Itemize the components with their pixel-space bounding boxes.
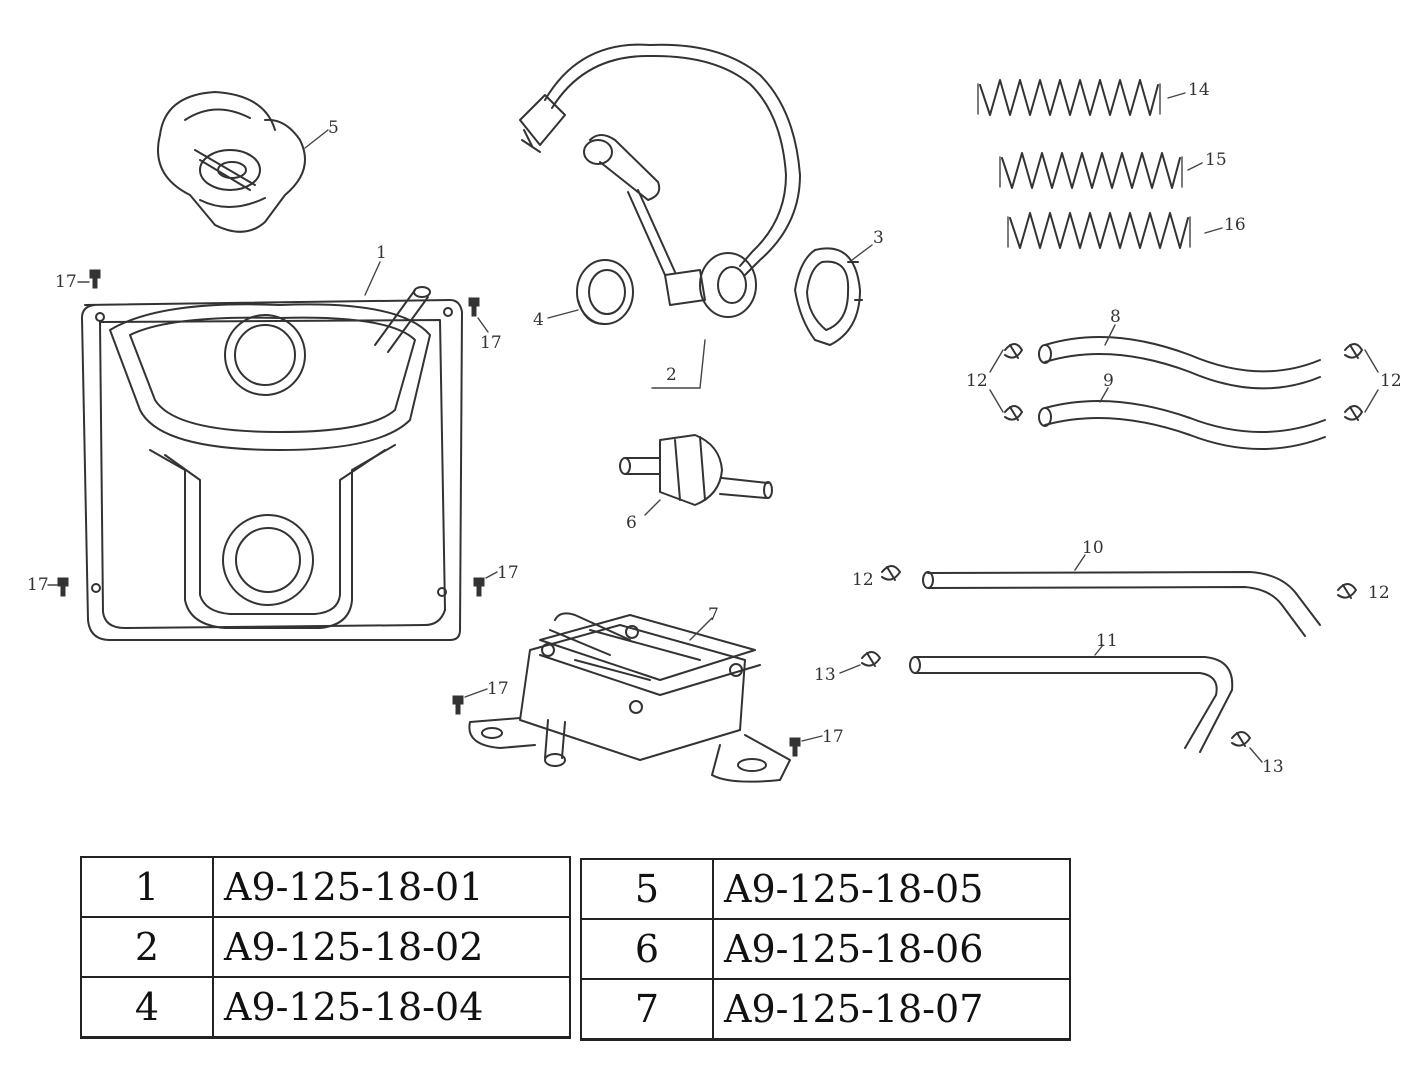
parts-table-right: 5 A9-125-18-05 6 A9-125-18-06 7 A9-125-1… bbox=[580, 858, 1071, 1041]
screw-17-c bbox=[47, 577, 69, 597]
callout-9: 9 bbox=[1103, 371, 1114, 391]
retaining-ring-part bbox=[794, 244, 873, 346]
fuel-pump-part bbox=[468, 612, 791, 783]
callout-1: 1 bbox=[376, 243, 387, 263]
callout-14: 14 bbox=[1188, 80, 1210, 100]
part-number-cell: 5 bbox=[580, 858, 714, 920]
hose-9-part bbox=[1038, 387, 1326, 450]
callout-10: 10 bbox=[1082, 538, 1104, 558]
part-code-cell: A9-125-18-05 bbox=[712, 858, 1071, 920]
table-row: 5 A9-125-18-05 bbox=[580, 858, 1071, 920]
part-number-cell: 6 bbox=[580, 918, 714, 980]
screw-17-a bbox=[77, 269, 101, 289]
spring-14-part bbox=[977, 79, 1186, 116]
gasket-part bbox=[547, 259, 634, 326]
callout-15: 15 bbox=[1205, 150, 1227, 170]
screw-17-f bbox=[789, 735, 823, 757]
callout-12-d: 12 bbox=[1368, 583, 1390, 603]
callout-8: 8 bbox=[1110, 307, 1121, 327]
screw-17-d bbox=[473, 571, 498, 597]
callout-2: 2 bbox=[666, 365, 677, 385]
clamp-13-part bbox=[839, 651, 1263, 763]
callout-11: 11 bbox=[1096, 631, 1118, 651]
table-row: 7 A9-125-18-07 bbox=[580, 978, 1071, 1041]
part-number-cell: 4 bbox=[80, 976, 214, 1039]
screw-17-b bbox=[468, 297, 489, 333]
exploded-parts-diagram: 5 1 17 17 17 17 bbox=[27, 43, 1402, 783]
part-code-cell: A9-125-18-04 bbox=[212, 976, 571, 1039]
callout-12-c: 12 bbox=[852, 570, 874, 590]
callout-6: 6 bbox=[626, 513, 637, 533]
callout-17-d: 17 bbox=[497, 563, 519, 583]
callout-7: 7 bbox=[708, 605, 719, 625]
callout-12-a: 12 bbox=[966, 371, 988, 391]
spring-16-part bbox=[1007, 212, 1223, 249]
callout-17-e: 17 bbox=[487, 679, 509, 699]
part-code-cell: A9-125-18-06 bbox=[712, 918, 1071, 980]
part-number-cell: 1 bbox=[80, 856, 214, 918]
table-row: 6 A9-125-18-06 bbox=[580, 918, 1071, 980]
callout-12-b: 12 bbox=[1380, 371, 1402, 391]
clamp-12-part bbox=[881, 343, 1379, 599]
fuel-sensor-part bbox=[519, 43, 801, 389]
part-code-cell: A9-125-18-01 bbox=[212, 856, 571, 918]
callout-16: 16 bbox=[1224, 215, 1246, 235]
parts-table-left: 1 A9-125-18-01 2 A9-125-18-02 4 A9-125-1… bbox=[80, 856, 571, 1039]
part-code-cell: A9-125-18-07 bbox=[712, 978, 1071, 1041]
hose-11-part bbox=[909, 644, 1234, 753]
callout-4: 4 bbox=[533, 310, 544, 330]
screw-17-e bbox=[452, 688, 488, 715]
hose-8-part bbox=[1038, 324, 1321, 390]
callout-13-a: 13 bbox=[814, 665, 836, 685]
table-row: 1 A9-125-18-01 bbox=[80, 856, 571, 918]
part-number-cell: 2 bbox=[80, 916, 214, 978]
callout-13-b: 13 bbox=[1262, 757, 1284, 777]
callout-5: 5 bbox=[328, 118, 339, 138]
fuel-filter-part bbox=[619, 434, 773, 516]
table-row: 4 A9-125-18-04 bbox=[80, 976, 571, 1039]
fuel-tank-part bbox=[81, 261, 463, 641]
spring-15-part bbox=[999, 152, 1203, 189]
callout-17-f: 17 bbox=[822, 727, 844, 747]
callout-17-b: 17 bbox=[480, 333, 502, 353]
callout-17-c: 17 bbox=[27, 575, 49, 595]
callout-17-a: 17 bbox=[55, 272, 77, 292]
part-code-cell: A9-125-18-02 bbox=[212, 916, 571, 978]
fuel-cap-part bbox=[157, 91, 329, 233]
table-row: 2 A9-125-18-02 bbox=[80, 916, 571, 978]
part-number-cell: 7 bbox=[580, 978, 714, 1041]
hose-10-part bbox=[922, 554, 1321, 637]
callout-3: 3 bbox=[873, 228, 884, 248]
